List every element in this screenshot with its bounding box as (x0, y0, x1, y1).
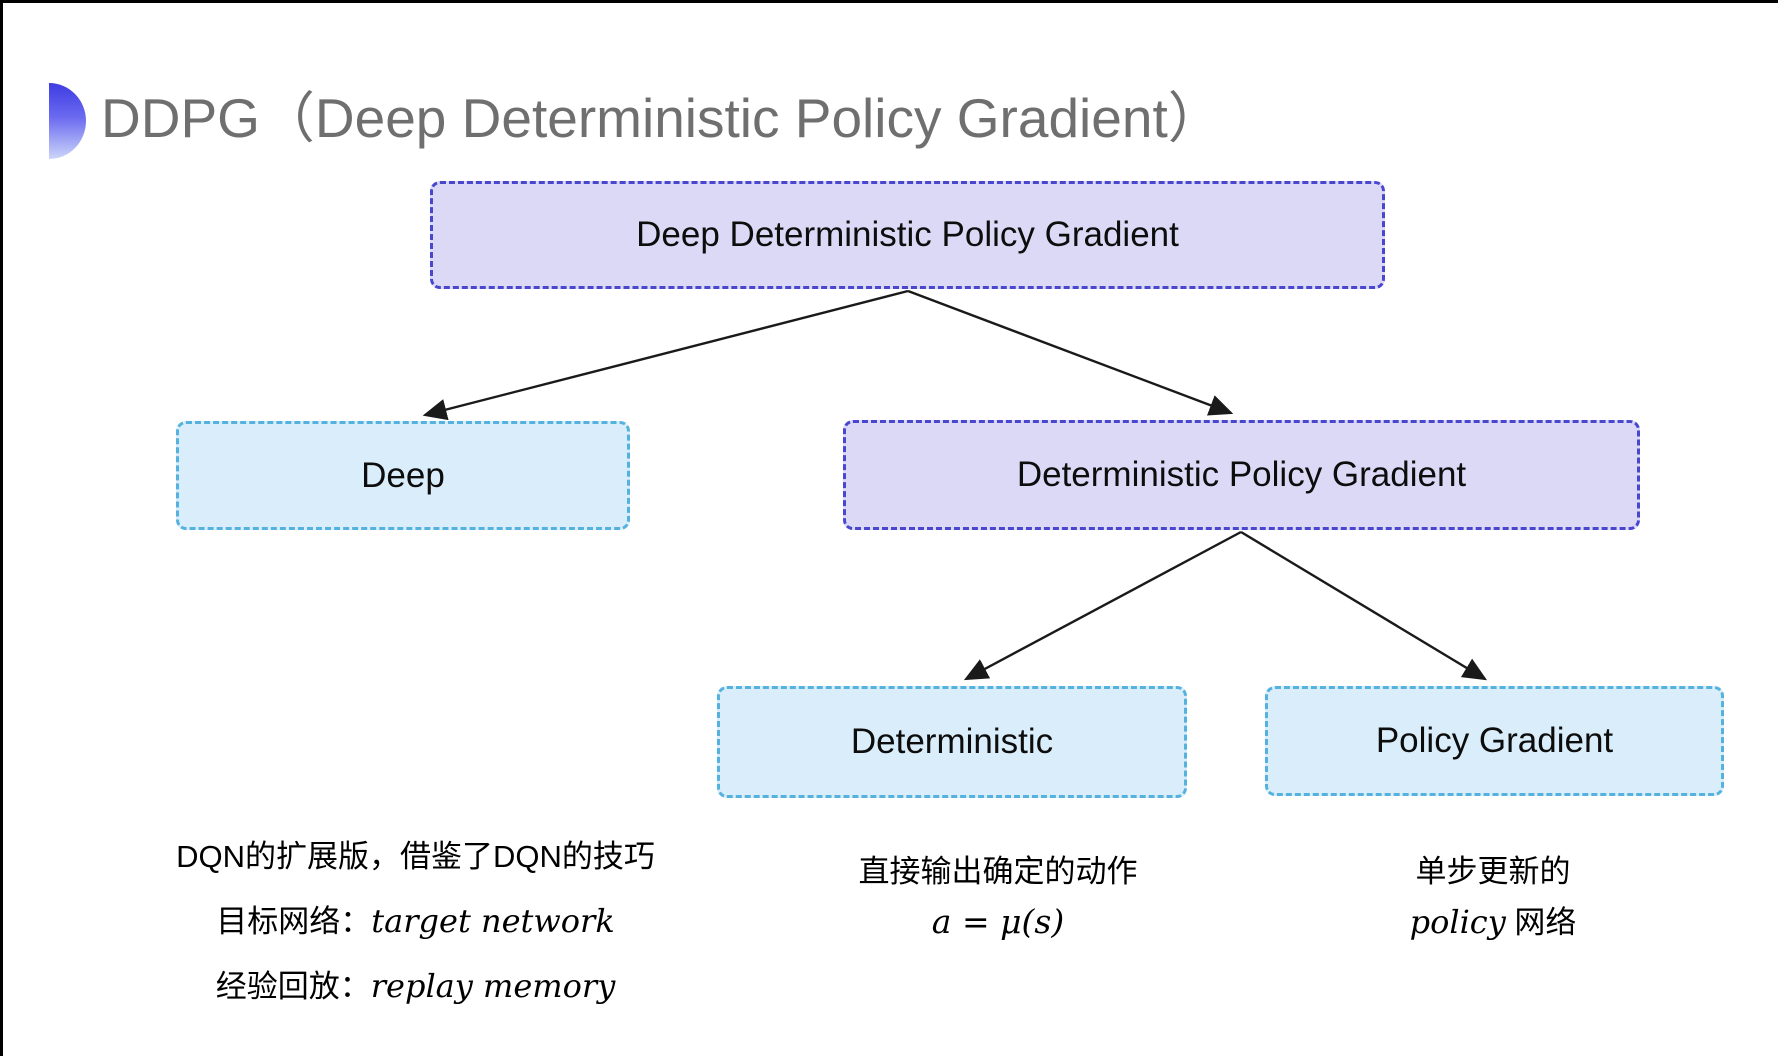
note-text: DQN的扩展版，借鉴了DQN的技巧 (176, 839, 655, 874)
formula: a = μ(s) (931, 902, 1065, 941)
note-line: 直接输出确定的动作 (813, 847, 1183, 897)
edge-root-dpg (907, 289, 1234, 416)
note-line: 单步更新的 (1333, 847, 1653, 897)
edge-dpg-deterministic (963, 530, 1242, 681)
node-label: Policy Gradient (1375, 721, 1614, 760)
node-label: Deep Deterministic Policy Gradient (636, 215, 1179, 254)
node-policy-gradient: Policy Gradient (1265, 686, 1724, 796)
note-line: policy 网络 (1333, 897, 1653, 948)
note-line: 经验回放：replay memory (133, 954, 698, 1019)
note-label: 经验回放： (215, 969, 371, 1004)
note-text: 单步更新的 (1415, 854, 1571, 889)
note-deterministic: 直接输出确定的动作 a = μ(s) (813, 847, 1183, 948)
note-deep: DQN的扩展版，借鉴了DQN的技巧 目标网络：target network 经验… (133, 825, 698, 1019)
note-term: target network (371, 902, 615, 940)
node-deterministic-policy-gradient: Deterministic Policy Gradient (843, 420, 1640, 530)
node-deep-deterministic-policy-gradient: Deep Deterministic Policy Gradient (430, 181, 1385, 289)
note-term: policy (1409, 903, 1506, 941)
note-text: 网络 (1505, 905, 1577, 940)
note-text: 直接输出确定的动作 (858, 854, 1138, 889)
edge-root-deep (422, 289, 909, 421)
node-label: Deterministic Policy Gradient (1016, 455, 1467, 494)
note-line: DQN的扩展版，借鉴了DQN的技巧 (133, 825, 698, 889)
note-label: 目标网络： (216, 904, 372, 939)
node-label: Deterministic (850, 722, 1054, 761)
note-term: replay memory (370, 967, 616, 1005)
node-label: Deep (361, 455, 445, 495)
note-line: a = μ(s) (813, 897, 1183, 948)
edge-dpg-policy_gradient (1240, 530, 1488, 681)
note-policy-gradient: 单步更新的 policy 网络 (1333, 847, 1653, 948)
node-deep: Deep (176, 421, 630, 530)
page-title: DDPG（Deep Deterministic Policy Gradient） (101, 87, 1223, 149)
node-deterministic: Deterministic (717, 686, 1187, 798)
note-line: 目标网络：target network (133, 889, 698, 954)
title-bullet-icon (49, 83, 86, 159)
